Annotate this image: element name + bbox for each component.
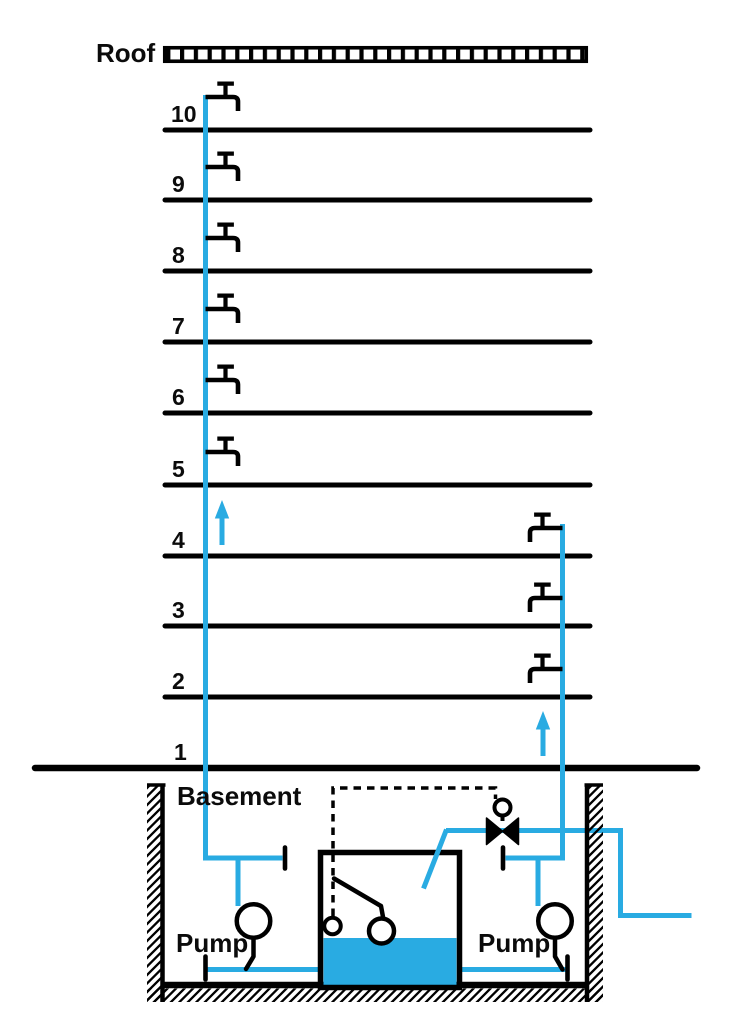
- floor-label-7: 7: [172, 313, 185, 339]
- basement-label: Basement: [177, 781, 302, 811]
- faucets: [205, 81, 563, 683]
- floor-label-2: 2: [172, 668, 185, 694]
- floor-label-1: 1: [174, 739, 187, 765]
- pump-icon-right: [536, 902, 574, 972]
- faucet-icon: [527, 653, 563, 683]
- floor-lines: [162, 127, 593, 700]
- faucet-icon: [527, 512, 563, 542]
- faucet-icon: [205, 81, 241, 111]
- basement-wall-right: [584, 783, 603, 1002]
- floor-label-8: 8: [172, 242, 185, 268]
- tank-outline: [317, 849, 463, 991]
- pipe-network: [203, 95, 692, 972]
- water-tank: [317, 786, 498, 991]
- pump-icon-left: [234, 902, 273, 972]
- faucet-icon: [527, 582, 563, 612]
- floor-label-6: 6: [172, 384, 185, 410]
- faucet-icon: [205, 222, 241, 252]
- floor-label-3: 3: [172, 597, 185, 623]
- pump-label-left: Pump: [176, 928, 249, 958]
- floor-label-9: 9: [172, 171, 185, 197]
- roof-slab: [162, 45, 589, 64]
- faucet-icon: [205, 151, 241, 181]
- supply-pipe: [446, 828, 692, 918]
- faucet-icon: [205, 436, 241, 466]
- float-switch-icon: [322, 876, 397, 946]
- floor-label-4: 4: [172, 527, 185, 553]
- floor-label-10: 10: [171, 101, 197, 127]
- tank-outlet-pipe: [421, 828, 449, 890]
- roof-label: Roof: [96, 38, 156, 68]
- tank-water-fill: [323, 938, 457, 985]
- faucet-icon: [205, 293, 241, 323]
- pump-label-right: Pump: [478, 928, 551, 958]
- flow-arrow-up-right-icon: [535, 711, 551, 756]
- faucet-icon: [205, 364, 241, 394]
- flow-arrow-up-left-icon: [214, 500, 230, 545]
- pipe-end-caps: [203, 845, 570, 982]
- float-control-dashed-line: [331, 786, 498, 916]
- valve-icon: [485, 797, 520, 846]
- basement-wall-left: [147, 783, 166, 1002]
- floor-label-5: 5: [172, 456, 185, 482]
